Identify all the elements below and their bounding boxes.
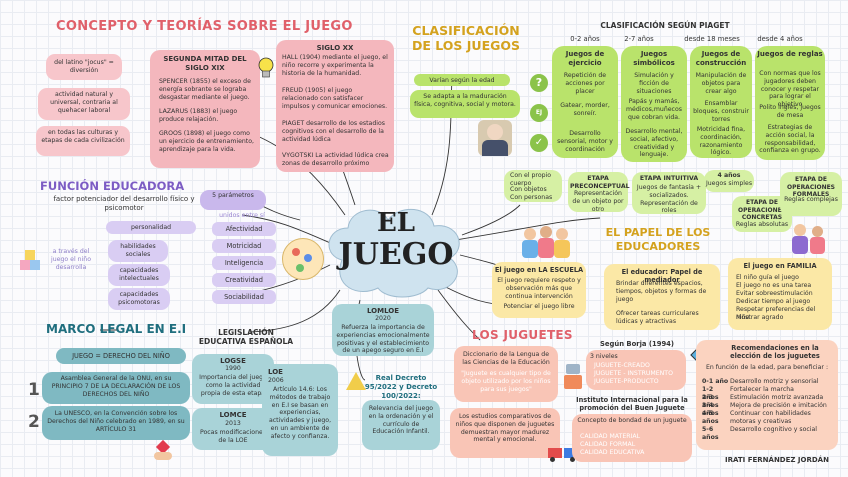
funcion-title: FUNCIÓN EDUCADORA	[40, 179, 184, 193]
segunda-mitad-title: SEGUNDA MITAD DEL SIGLO XIX	[154, 55, 256, 73]
concepto-title: CONCEPTO Y TEORÍAS SOBRE EL JUEGO	[56, 19, 353, 34]
param-afectividad: Afectividad	[212, 222, 276, 236]
kids-circle-icon	[282, 238, 324, 280]
question-icon: ?	[530, 74, 548, 92]
segunda-mitad-box: SEGUNDA MITAD DEL SIGLO XIX SPENCER (185…	[150, 50, 260, 168]
blocks-icon	[20, 246, 42, 276]
decretos-box: Relevancia del juego en la ordenación y …	[362, 400, 440, 450]
juguetes-title: LOS JUGUETES	[472, 328, 573, 342]
recomendaciones-box: Recomendaciones en la elección de los ju…	[696, 340, 838, 450]
author: IRATI FERNÁNDEZ JORDÁN	[712, 456, 842, 465]
siglo-xx-box: SIGLO XX HALL (1904) mediante el juego, …	[276, 40, 394, 172]
robot-icon	[562, 364, 584, 392]
lightbulb-icon	[256, 56, 276, 82]
marco-num-1: 1	[28, 380, 40, 400]
siglo-xx-title: SIGLO XX	[280, 44, 390, 53]
marco-num-2: 2	[28, 412, 40, 432]
heart-hand-icon	[150, 440, 176, 462]
age-4: desde 4 años	[750, 35, 810, 43]
piaget-text: PIAGET desarrollo de los estadios cognit…	[282, 120, 390, 143]
ej-icon: EJ	[530, 104, 548, 122]
instituto-box: Concepto de bondad de un juguete CALIDAD…	[572, 414, 692, 462]
children-illustration	[520, 222, 572, 262]
concepto-item-culturas: en todas las culturas y etapas de cada c…	[36, 126, 130, 156]
clasificacion-title: CLASIFICACIÓN DE LOS JUEGOS	[412, 23, 520, 53]
etapa-4-anos: 4 años Juegos simples	[704, 170, 754, 192]
concepto-item-latino: del latino "jocus" = diversión	[46, 54, 122, 80]
marco-title: MARCO LEGAL EN E.I	[46, 322, 186, 336]
legislacion-title: LEGISLACIÓN EDUCATIVA ESPAÑOLA	[198, 328, 294, 347]
funcion-subtitle: factor potenciador del desarrollo físico…	[44, 195, 204, 213]
param-motricidad: Motricidad	[212, 239, 276, 253]
param-sociabilidad: Sociabilidad	[212, 290, 276, 304]
piaget-title: CLASIFICACIÓN SEGÚN PIAGET	[600, 21, 730, 30]
funcion-item-intelectuales: capacidades intelectuales	[108, 264, 170, 286]
lazarus-text: LAZARUS (1883) el juego produce relajaci…	[159, 108, 255, 124]
papel-title: EL PAPEL DE LOS EDUCADORES	[588, 226, 728, 254]
juegos-ejercicio-box: Juegos de ejercicio Repetición de accion…	[552, 46, 618, 158]
age-2-7: 2-7 años	[614, 35, 664, 43]
parametros-box: 5 parámetros	[200, 190, 266, 210]
age-0-2: 0-2 años	[560, 35, 610, 43]
check-icon: ✓	[530, 134, 548, 152]
param-inteligencia: Inteligencia	[212, 256, 276, 270]
groos-text: GROOS (1898) el juego como un ejercicio …	[159, 130, 255, 153]
juegos-reglas-box: Juegos de reglas Con normas que los juga…	[755, 46, 825, 160]
family-illustration	[790, 218, 830, 258]
stage-items-box: Con el propio cuerpo Con objetos Con per…	[504, 170, 562, 202]
clasificacion-varian: Varían según la edad	[414, 74, 510, 86]
hall-text: HALL (1904) mediante el juego, el niño r…	[282, 54, 390, 77]
params-note: unidos entre sí	[212, 212, 272, 220]
borja-box: 3 niveles JUGUETE-CREADO JUGUETE - INSTR…	[586, 350, 686, 390]
diccionario-box: Diccionario de la Lengua de las Ciencias…	[454, 346, 558, 402]
funcion-item-personalidad: personalidad	[106, 221, 196, 234]
center-title-line1: EL	[338, 210, 454, 236]
spencer-text: SPENCER (1855) el exceso de energía sobr…	[159, 78, 255, 101]
funcion-item-habilidades: habilidades sociales	[108, 240, 168, 262]
concepto-item-natural: actividad natural y universal, contraria…	[38, 88, 130, 120]
piaget-portrait	[478, 120, 512, 156]
vygotski-text: VYGOTSKI La actividad lúdica crea zonas …	[282, 152, 390, 168]
lomloe-box: LOMLOE 2020 Refuerza la importancia de e…	[332, 304, 434, 356]
etapa-intuitiva: ETAPA INTUITIVA Juegos de fantasía + soc…	[632, 172, 706, 214]
juegos-simbolicos-box: Juegos simbólicos Simulación y ficción d…	[621, 46, 687, 162]
funcion-side-note: a través del juego el niño desarrolla	[44, 248, 98, 271]
param-creatividad: Creatividad	[212, 273, 276, 287]
clasificacion-adapta: Se adapta a la maduración física, cognit…	[410, 90, 520, 118]
freud-text: FREUD (1905) el juego relacionado con sa…	[282, 87, 390, 110]
etapa-formales: ETAPA DE OPERACIONES FORMALES Reglas com…	[780, 172, 842, 216]
borja-title: Según Borja (1994)	[592, 340, 682, 348]
escuela-box: El juego en LA ESCUELA El juego requiere…	[492, 262, 586, 318]
marco-derecho: JUEGO = DERECHO DEL NIÑO	[56, 348, 186, 364]
educador-box: El educador: Papel de mediador Brindar d…	[604, 264, 720, 330]
familia-box: El juego en FAMILIA El niño guía el jueg…	[728, 258, 832, 330]
etapa-preconceptual: ETAPA PRECONCEPTUAL Representación de un…	[568, 172, 628, 212]
center-title-line2: JUEGO	[328, 240, 464, 270]
age-18m: desde 18 meses	[682, 35, 742, 43]
juegos-construccion-box: Juegos de construcción Manipulación de o…	[690, 46, 752, 158]
marco-unesco: La UNESCO, en la Convención sobre los De…	[42, 406, 190, 440]
funcion-item-psicomotoras: capacidades psicomotoras	[108, 288, 170, 310]
loe-box: LOE 2006 Artículo 14.6: Los métodos de t…	[262, 364, 338, 456]
instituto-title: Instituto Internacional para la promoció…	[570, 396, 694, 412]
decretos-title: Real Decreto 95/2022 y Decreto 100/2022:	[362, 374, 440, 400]
estudios-box: Los estudios comparativos de niños que d…	[450, 408, 560, 458]
marco-onu: Asamblea General de la ONU, en su PRINCI…	[42, 372, 190, 404]
